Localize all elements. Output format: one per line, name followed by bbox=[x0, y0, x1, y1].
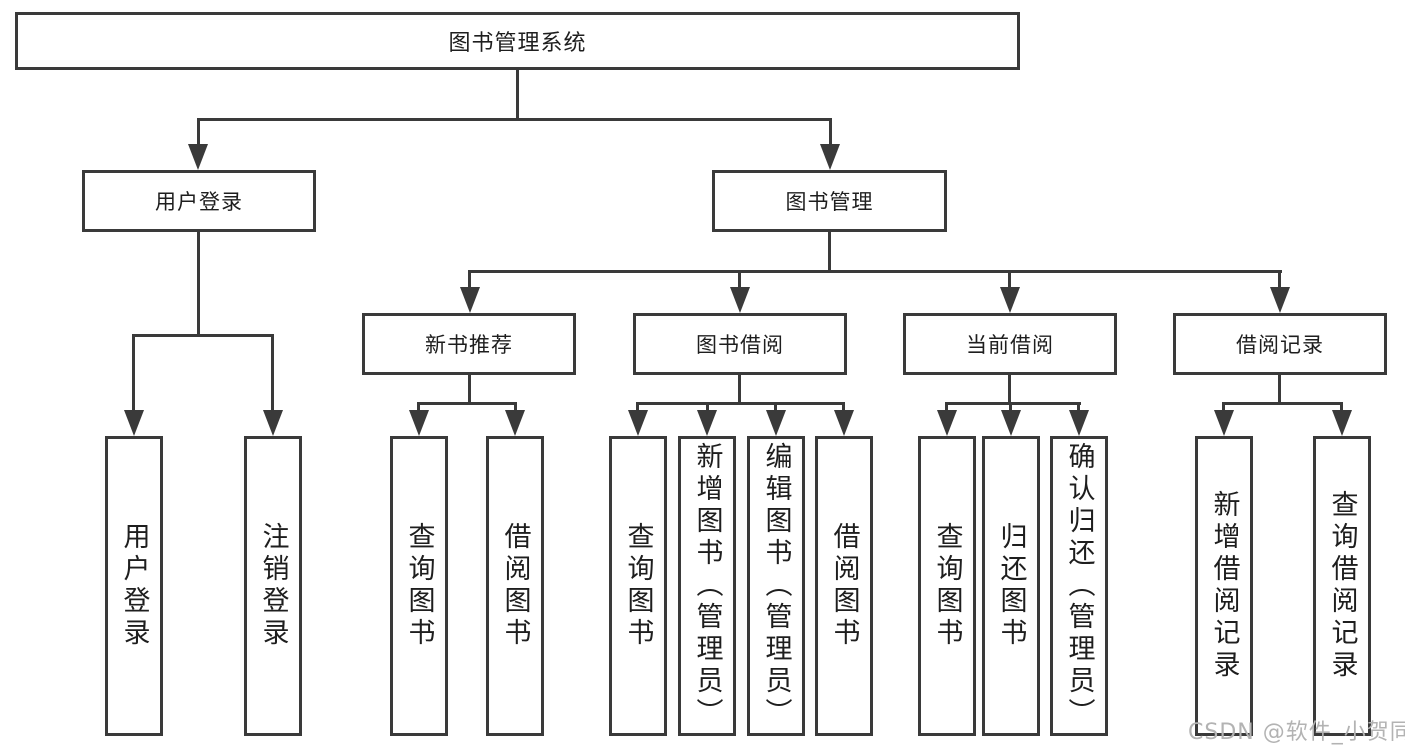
leaf-borrow-add-books-admin-label: 新增图书（管理员） bbox=[691, 442, 723, 730]
leaf-current-return-books: 归还图书 bbox=[982, 436, 1040, 736]
arrowhead-down-icon bbox=[1332, 410, 1352, 436]
connector-line bbox=[1222, 402, 1343, 405]
arrowhead-down-icon bbox=[188, 144, 208, 170]
arrowhead-down-icon bbox=[834, 410, 854, 436]
arrowhead-down-icon bbox=[766, 410, 786, 436]
connector-line bbox=[828, 232, 831, 272]
connector-line bbox=[1278, 270, 1281, 290]
connector-line bbox=[738, 375, 741, 405]
connector-line bbox=[706, 402, 709, 412]
connector-line bbox=[945, 402, 1081, 405]
node-book-management-label: 图书管理 bbox=[785, 190, 874, 214]
connector-line bbox=[829, 118, 832, 146]
arrowhead-down-icon bbox=[1270, 287, 1290, 313]
leaf-current-return-books-label: 归还图书 bbox=[995, 522, 1027, 650]
connector-line bbox=[468, 375, 471, 405]
leaf-borrow-borrow-books: 借阅图书 bbox=[815, 436, 873, 736]
connector-line bbox=[468, 270, 471, 290]
leaf-newbook-query-books-label: 查询图书 bbox=[403, 522, 435, 650]
connector-line bbox=[1008, 375, 1011, 405]
connector-line bbox=[738, 270, 741, 290]
connector-line bbox=[514, 402, 517, 412]
leaf-borrow-query-books-label: 查询图书 bbox=[622, 522, 654, 650]
leaf-user-login-label: 用户登录 bbox=[118, 522, 150, 650]
connector-line bbox=[1009, 402, 1012, 412]
leaf-user-login: 用户登录 bbox=[105, 436, 163, 736]
leaf-current-query-books-label: 查询图书 bbox=[931, 522, 963, 650]
node-book-borrow: 图书借阅 bbox=[633, 313, 847, 375]
leaf-records-add-record-label: 新增借阅记录 bbox=[1208, 490, 1240, 682]
node-current-borrow: 当前借阅 bbox=[903, 313, 1117, 375]
arrowhead-down-icon bbox=[124, 410, 144, 436]
connector-line bbox=[271, 334, 274, 412]
connector-line bbox=[417, 402, 420, 412]
connector-line bbox=[1008, 270, 1011, 290]
connector-line bbox=[468, 270, 1282, 273]
connector-line bbox=[774, 402, 777, 412]
connector-line bbox=[417, 402, 517, 405]
node-new-book-recommend: 新书推荐 bbox=[362, 313, 576, 375]
leaf-borrow-add-books-admin: 新增图书（管理员） bbox=[678, 436, 736, 736]
node-book-borrow-label: 图书借阅 bbox=[696, 333, 784, 357]
connector-line bbox=[1340, 402, 1343, 412]
csdn-watermark: CSDN @软件_小贺同学 bbox=[1188, 720, 1405, 745]
leaf-logout-label: 注销登录 bbox=[257, 522, 289, 650]
leaf-borrow-edit-books-admin: 编辑图书（管理员） bbox=[747, 436, 805, 736]
connector-line bbox=[516, 70, 519, 120]
node-book-management: 图书管理 bbox=[712, 170, 947, 232]
node-root: 图书管理系统 bbox=[15, 12, 1020, 70]
connector-line bbox=[197, 232, 200, 336]
arrowhead-down-icon bbox=[1000, 287, 1020, 313]
connector-line bbox=[945, 402, 948, 412]
node-user-login-label: 用户登录 bbox=[155, 190, 243, 214]
leaf-borrow-query-books: 查询图书 bbox=[609, 436, 667, 736]
leaf-current-query-books: 查询图书 bbox=[918, 436, 976, 736]
arrowhead-down-icon bbox=[409, 410, 429, 436]
arrowhead-down-icon bbox=[628, 410, 648, 436]
leaf-newbook-borrow-books-label: 借阅图书 bbox=[499, 522, 531, 650]
arrowhead-down-icon bbox=[697, 410, 717, 436]
arrowhead-down-icon bbox=[505, 410, 525, 436]
arrowhead-down-icon bbox=[460, 287, 480, 313]
connector-line bbox=[197, 118, 200, 146]
connector-line bbox=[1278, 375, 1281, 405]
arrowhead-down-icon bbox=[1214, 410, 1234, 436]
leaf-current-confirm-return-admin: 确认归还（管理员） bbox=[1050, 436, 1108, 736]
node-new-book-recommend-label: 新书推荐 bbox=[425, 333, 513, 357]
connector-line bbox=[842, 402, 845, 412]
node-root-label: 图书管理系统 bbox=[448, 31, 587, 56]
arrowhead-down-icon bbox=[1069, 410, 1089, 436]
leaf-records-query-record-label: 查询借阅记录 bbox=[1326, 490, 1358, 682]
arrowhead-down-icon bbox=[730, 287, 750, 313]
leaf-current-confirm-return-admin-label: 确认归还（管理员） bbox=[1063, 442, 1095, 730]
arrowhead-down-icon bbox=[820, 144, 840, 170]
leaf-newbook-query-books: 查询图书 bbox=[390, 436, 448, 736]
connector-line bbox=[132, 334, 135, 412]
connector-line bbox=[1222, 402, 1225, 412]
connector-line bbox=[197, 118, 832, 121]
arrowhead-down-icon bbox=[937, 410, 957, 436]
leaf-records-query-record: 查询借阅记录 bbox=[1313, 436, 1371, 736]
node-borrow-records-label: 借阅记录 bbox=[1236, 333, 1324, 357]
leaf-newbook-borrow-books: 借阅图书 bbox=[486, 436, 544, 736]
connector-line bbox=[636, 402, 639, 412]
arrowhead-down-icon bbox=[1001, 410, 1021, 436]
leaf-logout: 注销登录 bbox=[244, 436, 302, 736]
arrowhead-down-icon bbox=[263, 410, 283, 436]
node-user-login: 用户登录 bbox=[82, 170, 316, 232]
leaf-borrow-edit-books-admin-label: 编辑图书（管理员） bbox=[760, 442, 792, 730]
connector-line bbox=[132, 334, 274, 337]
node-current-borrow-label: 当前借阅 bbox=[966, 333, 1054, 357]
leaf-records-add-record: 新增借阅记录 bbox=[1195, 436, 1253, 736]
connector-line bbox=[1077, 402, 1080, 412]
leaf-borrow-borrow-books-label: 借阅图书 bbox=[828, 522, 860, 650]
connector-line bbox=[636, 402, 845, 405]
node-borrow-records: 借阅记录 bbox=[1173, 313, 1387, 375]
